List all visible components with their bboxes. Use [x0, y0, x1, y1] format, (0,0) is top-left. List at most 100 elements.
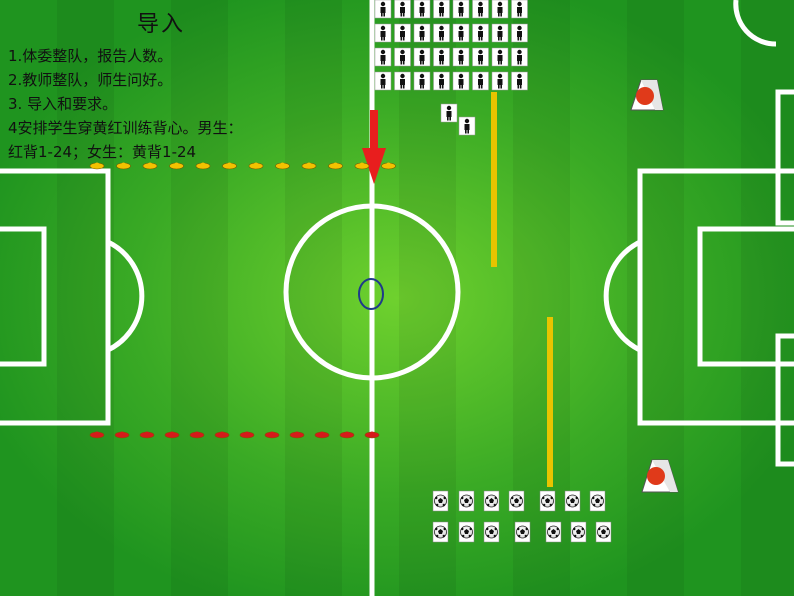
- right-penalty-arc: [603, 239, 642, 353]
- person-icon: [413, 71, 431, 91]
- cone-icon: [164, 431, 180, 439]
- note-line-5: 红背1-24；女生：黄背1-24: [8, 143, 197, 161]
- cone-icon: [354, 162, 370, 170]
- soccer-ball-icon: [545, 521, 562, 543]
- left-goal-area: [0, 226, 47, 367]
- instruction-notes: 1.体委整队，报告人数。 2.教师整队，师生问好。 3. 导入和要求。 4安排学…: [8, 44, 243, 164]
- soccer-ball-icon: [458, 521, 475, 543]
- person-icon: [491, 71, 509, 91]
- cone-icon: [139, 431, 155, 439]
- cone-icon: [289, 431, 305, 439]
- person-icon: [491, 0, 509, 19]
- person-icon: [433, 47, 450, 67]
- person-icon: [452, 71, 470, 91]
- player-group: [374, 0, 528, 136]
- grass-stripe: [57, 0, 114, 596]
- cone-icon: [264, 431, 280, 439]
- direction-arrow: [362, 110, 386, 184]
- soccer-ball-icon: [589, 490, 606, 512]
- note-line-4: 4安排学生穿黄红训练背心。男生：: [8, 119, 243, 137]
- mini-goal-icon: [630, 79, 664, 111]
- cone-icon: [339, 431, 355, 439]
- yellow-pole-1: [491, 92, 497, 267]
- right-goal-area: [697, 226, 794, 367]
- cone-icon: [239, 431, 255, 439]
- cone-icon: [301, 162, 317, 170]
- center-spot-ring: [358, 278, 384, 310]
- soccer-ball-icon: [432, 521, 449, 543]
- center-circle: [283, 203, 461, 381]
- right-goal-frame: [775, 89, 794, 226]
- grass-stripe: [171, 0, 228, 596]
- soccer-ball-icon: [483, 521, 500, 543]
- soccer-ball-icon: [432, 490, 449, 512]
- cone-icon: [314, 431, 330, 439]
- person-icon: [452, 0, 470, 19]
- cone-icon: [189, 431, 205, 439]
- person-icon: [394, 0, 411, 19]
- left-penalty-area: [0, 168, 111, 426]
- person-icon: [511, 23, 528, 43]
- person-icon: [374, 0, 392, 19]
- person-icon: [394, 71, 411, 91]
- soccer-ball-icon: [483, 490, 500, 512]
- person-icon: [491, 47, 509, 67]
- yellow-cone-row: [89, 162, 396, 170]
- cone-icon: [214, 431, 230, 439]
- person-icon: [452, 47, 470, 67]
- soccer-ball-icon: [458, 490, 475, 512]
- mini-goal-icon: [641, 459, 679, 493]
- person-icon: [491, 23, 509, 43]
- note-line-2: 2.教师整队，师生问好。: [8, 71, 173, 89]
- cone-icon: [195, 162, 211, 170]
- person-icon: [452, 23, 470, 43]
- grass-stripe: [741, 0, 794, 596]
- person-icon: [472, 23, 489, 43]
- person-icon: [472, 0, 489, 19]
- person-icon: [511, 71, 528, 91]
- right-goal-frame-lower: [775, 333, 794, 467]
- person-icon: [458, 116, 476, 136]
- cone-icon: [275, 162, 290, 170]
- person-icon: [413, 47, 431, 67]
- ball-group: [432, 490, 612, 543]
- note-line-3: 3. 导入和要求。: [8, 95, 118, 113]
- yellow-pole-2: [547, 317, 553, 487]
- person-icon: [374, 71, 392, 91]
- cone-icon: [328, 162, 343, 170]
- person-icon: [511, 0, 528, 19]
- cone-icon: [381, 162, 396, 170]
- person-icon: [394, 47, 411, 67]
- soccer-ball-icon: [564, 490, 581, 512]
- red-cone-row: [89, 431, 380, 439]
- person-icon: [413, 0, 431, 19]
- right-penalty-area: [637, 168, 794, 426]
- cone-icon: [116, 162, 131, 170]
- soccer-ball-icon: [514, 521, 531, 543]
- person-icon: [472, 71, 489, 91]
- cone-icon: [248, 162, 264, 170]
- page-title: 导入: [137, 12, 186, 37]
- soccer-ball-icon: [508, 490, 525, 512]
- person-icon: [433, 0, 450, 19]
- cone-icon: [142, 162, 158, 170]
- person-icon: [394, 23, 411, 43]
- cone-icon: [89, 162, 105, 170]
- cone-icon: [364, 431, 380, 439]
- soccer-ball-icon: [595, 521, 612, 543]
- person-icon: [440, 103, 458, 123]
- left-penalty-arc: [106, 239, 145, 353]
- person-icon: [472, 47, 489, 67]
- person-icon: [511, 47, 528, 67]
- grass-stripes: [57, 0, 794, 596]
- cone-icon: [89, 431, 105, 439]
- cone-icon: [222, 162, 237, 170]
- person-icon: [433, 71, 450, 91]
- grass-stripe: [285, 0, 342, 596]
- person-icon: [374, 23, 392, 43]
- cone-icon: [169, 162, 184, 170]
- corner-arc-top-right: [733, 0, 777, 47]
